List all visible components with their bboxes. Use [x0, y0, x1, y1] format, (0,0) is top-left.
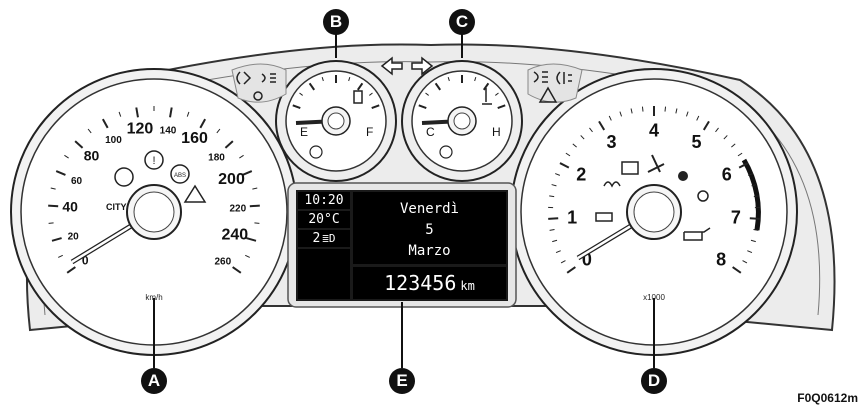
- major-tick: [548, 218, 558, 219]
- minor-tick: [642, 107, 643, 112]
- scale-label: 60: [71, 176, 83, 187]
- callout-c-label: C: [449, 9, 475, 35]
- scale-label: 80: [84, 147, 100, 163]
- scale-label: 200: [218, 171, 245, 188]
- scale-label: 5: [692, 132, 702, 152]
- temp-warning-light: [440, 146, 452, 158]
- multifunction-display: 10:20 20°C 2 ≣D Venerdì 5 Marzo 123456 k…: [296, 190, 508, 301]
- figure-code: F0Q0612m: [797, 391, 858, 405]
- minor-tick: [49, 223, 54, 224]
- airbag-warning-icon: [678, 171, 688, 181]
- minor-tick: [665, 107, 666, 112]
- major-tick: [250, 206, 260, 207]
- scale-label: 240: [221, 226, 248, 243]
- scale-label: 220: [230, 203, 247, 214]
- scale-label: 1: [567, 208, 577, 228]
- scale-label: 180: [208, 152, 225, 163]
- right-warning-pod: [528, 64, 582, 102]
- major-tick: [48, 206, 58, 207]
- fuel-reserve-light: [310, 146, 322, 158]
- day-name: Venerdì: [353, 201, 506, 217]
- scale-label: 160: [181, 130, 208, 147]
- scale-label: 7: [731, 208, 741, 228]
- scale-label: 8: [716, 249, 726, 269]
- scale-label: 100: [105, 135, 122, 146]
- headlight-level-value: 2: [312, 231, 320, 246]
- temp-cold-label: C: [426, 125, 435, 139]
- scale-label: 3: [606, 132, 616, 152]
- date-panel: Venerdì 5 Marzo: [353, 192, 506, 264]
- callout-e-label: E: [389, 368, 415, 394]
- outside-temp-display: 20°C: [298, 211, 350, 228]
- day-number: 5: [353, 222, 506, 238]
- odometer-value: 123456: [384, 271, 456, 295]
- clock-display: 10:20: [298, 192, 350, 209]
- scale-label: 120: [127, 121, 154, 138]
- odometer-panel: 123456 km: [353, 267, 506, 299]
- blank-cell: [298, 249, 350, 299]
- svg-text:ABS: ABS: [174, 173, 186, 179]
- callout-d-label: D: [641, 368, 667, 394]
- scale-label: 40: [62, 198, 78, 214]
- svg-text:!: !: [152, 155, 155, 167]
- major-tick: [750, 218, 760, 219]
- minor-tick: [254, 223, 259, 224]
- callout-b-label: B: [323, 9, 349, 35]
- fuel-full-label: F: [366, 125, 373, 139]
- fuel-empty-label: E: [300, 125, 308, 139]
- scale-label: 6: [722, 164, 732, 184]
- headlight-alignment-icon: ≣D: [322, 232, 335, 245]
- month-name: Marzo: [353, 243, 506, 259]
- scale-label: 2: [576, 164, 586, 184]
- callout-a-label: A: [141, 368, 167, 394]
- scale-label: 20: [68, 231, 80, 242]
- scale-label: 4: [649, 120, 659, 140]
- odometer-unit: km: [460, 279, 474, 293]
- scale-label: 260: [214, 257, 231, 268]
- temp-hot-label: H: [492, 125, 501, 139]
- headlight-alignment-display: 2 ≣D: [298, 230, 350, 247]
- temperature-gauge: C H: [402, 61, 522, 181]
- fuel-gauge: E F: [276, 61, 396, 181]
- scale-label: 140: [160, 126, 177, 137]
- left-warning-pod: [232, 64, 286, 102]
- city-indicator: CITY: [106, 202, 127, 212]
